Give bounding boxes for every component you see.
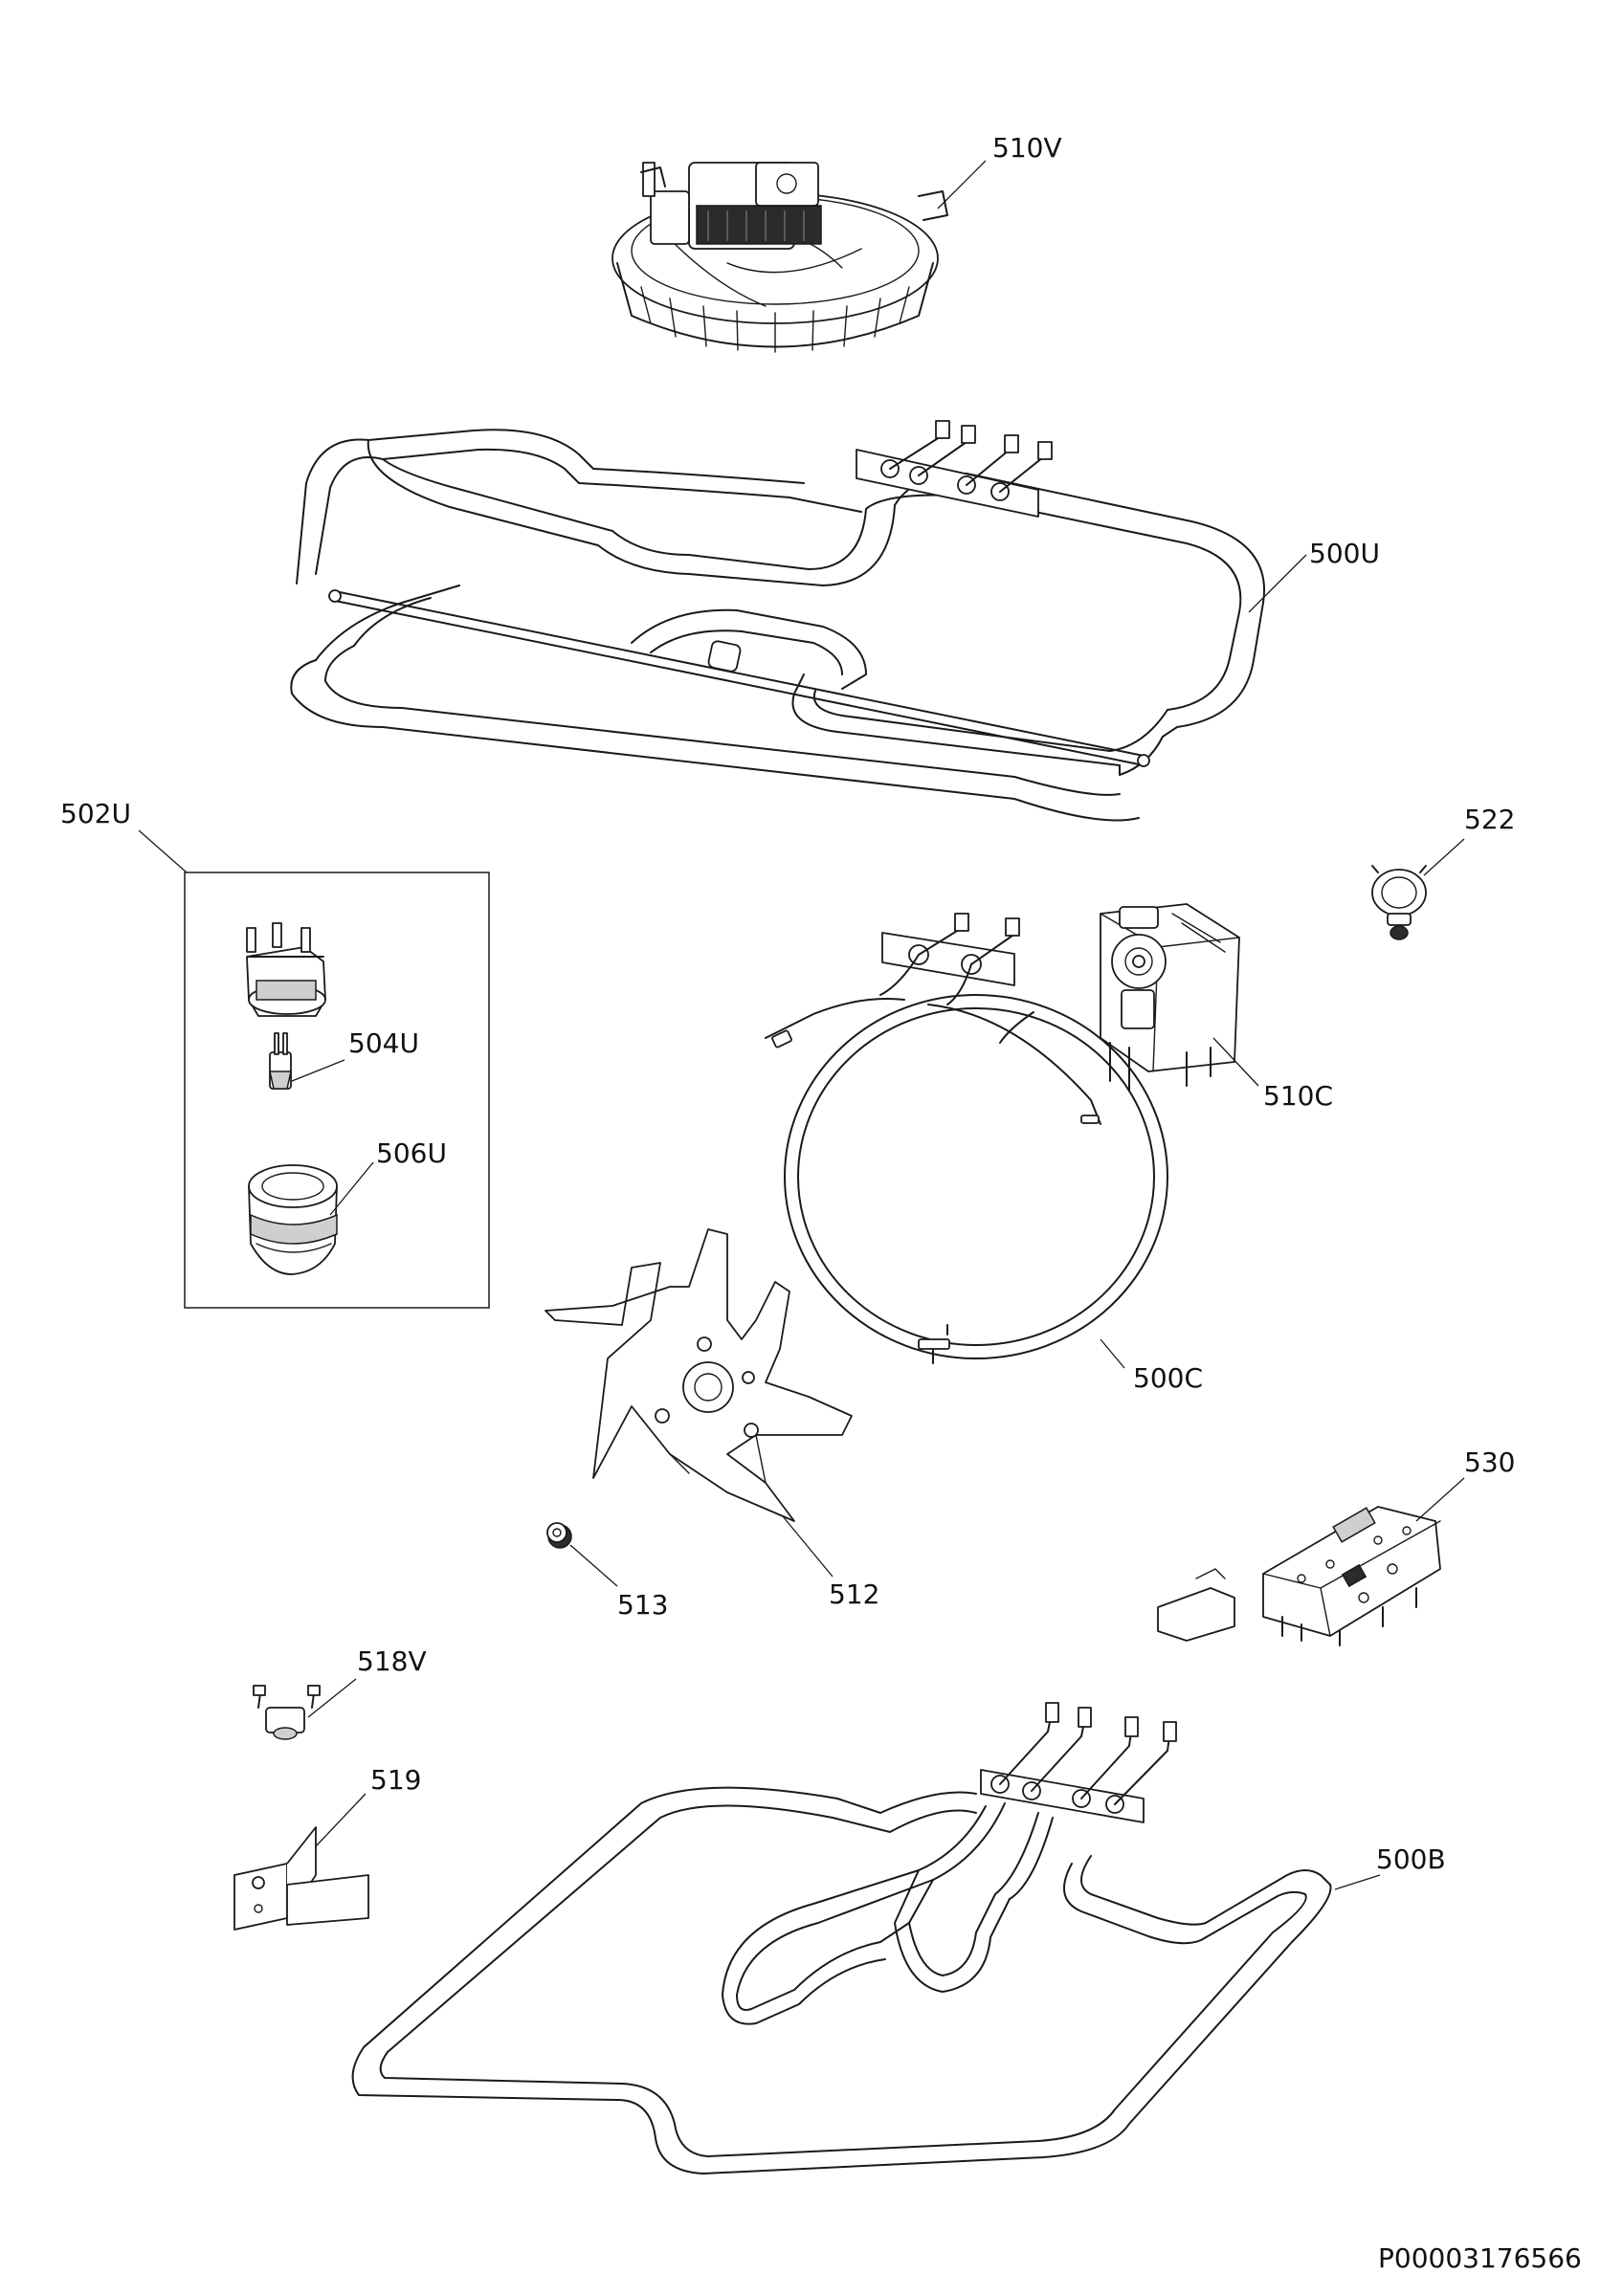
- label-506U[interactable]: 506U: [376, 1137, 447, 1169]
- lamp-holder-502U[interactable]: [246, 922, 326, 1017]
- label-502U[interactable]: 502U: [60, 798, 131, 829]
- leader-510V: [937, 160, 987, 210]
- motor-510C[interactable]: [1100, 903, 1240, 1092]
- label-519[interactable]: 519: [370, 1764, 421, 1796]
- label-518V[interactable]: 518V: [357, 1645, 427, 1677]
- leader-513: [569, 1544, 618, 1587]
- thermostat-518V[interactable]: [253, 1685, 321, 1740]
- bracket-519[interactable]: [233, 1826, 369, 1931]
- label-530[interactable]: 530: [1464, 1446, 1515, 1478]
- clip-522[interactable]: [1371, 865, 1427, 940]
- leader-502U: [138, 829, 188, 873]
- label-500B[interactable]: 500B: [1376, 1843, 1446, 1875]
- nut-513[interactable]: [546, 1522, 572, 1549]
- label-510V[interactable]: 510V: [992, 132, 1062, 164]
- label-510C[interactable]: 510C: [1263, 1080, 1333, 1112]
- leader-504U: [291, 1059, 345, 1082]
- leader-500B: [1334, 1874, 1381, 1890]
- label-504U[interactable]: 504U: [348, 1027, 419, 1059]
- label-500U[interactable]: 500U: [1309, 538, 1380, 569]
- leader-518V: [307, 1678, 357, 1718]
- label-513[interactable]: 513: [617, 1589, 668, 1621]
- label-500C[interactable]: 500C: [1133, 1362, 1203, 1394]
- lamp-group-box: [184, 872, 490, 1309]
- top-heating-element-500U[interactable]: [290, 420, 1266, 822]
- document-id: P00003176566: [1378, 2242, 1582, 2274]
- leader-500C: [1100, 1338, 1125, 1369]
- leader-522: [1423, 838, 1465, 876]
- label-512[interactable]: 512: [829, 1578, 879, 1610]
- circular-heating-element-500C[interactable]: [765, 913, 1168, 1364]
- label-522[interactable]: 522: [1464, 804, 1515, 835]
- bottom-heating-element-500B[interactable]: [351, 1702, 1332, 2175]
- leader-506U: [329, 1161, 374, 1216]
- leader-530: [1415, 1477, 1465, 1522]
- fan-blade-512[interactable]: [545, 1228, 853, 1522]
- lamp-cover-506U[interactable]: [248, 1164, 338, 1275]
- leader-500U: [1248, 554, 1307, 613]
- leader-519: [315, 1793, 367, 1847]
- fan-motor-assembly-510V[interactable]: [611, 162, 948, 353]
- bulb-504U[interactable]: [269, 1032, 292, 1090]
- control-board-530[interactable]: [1157, 1506, 1441, 1646]
- leader-510C: [1212, 1037, 1259, 1087]
- leader-512: [782, 1515, 834, 1578]
